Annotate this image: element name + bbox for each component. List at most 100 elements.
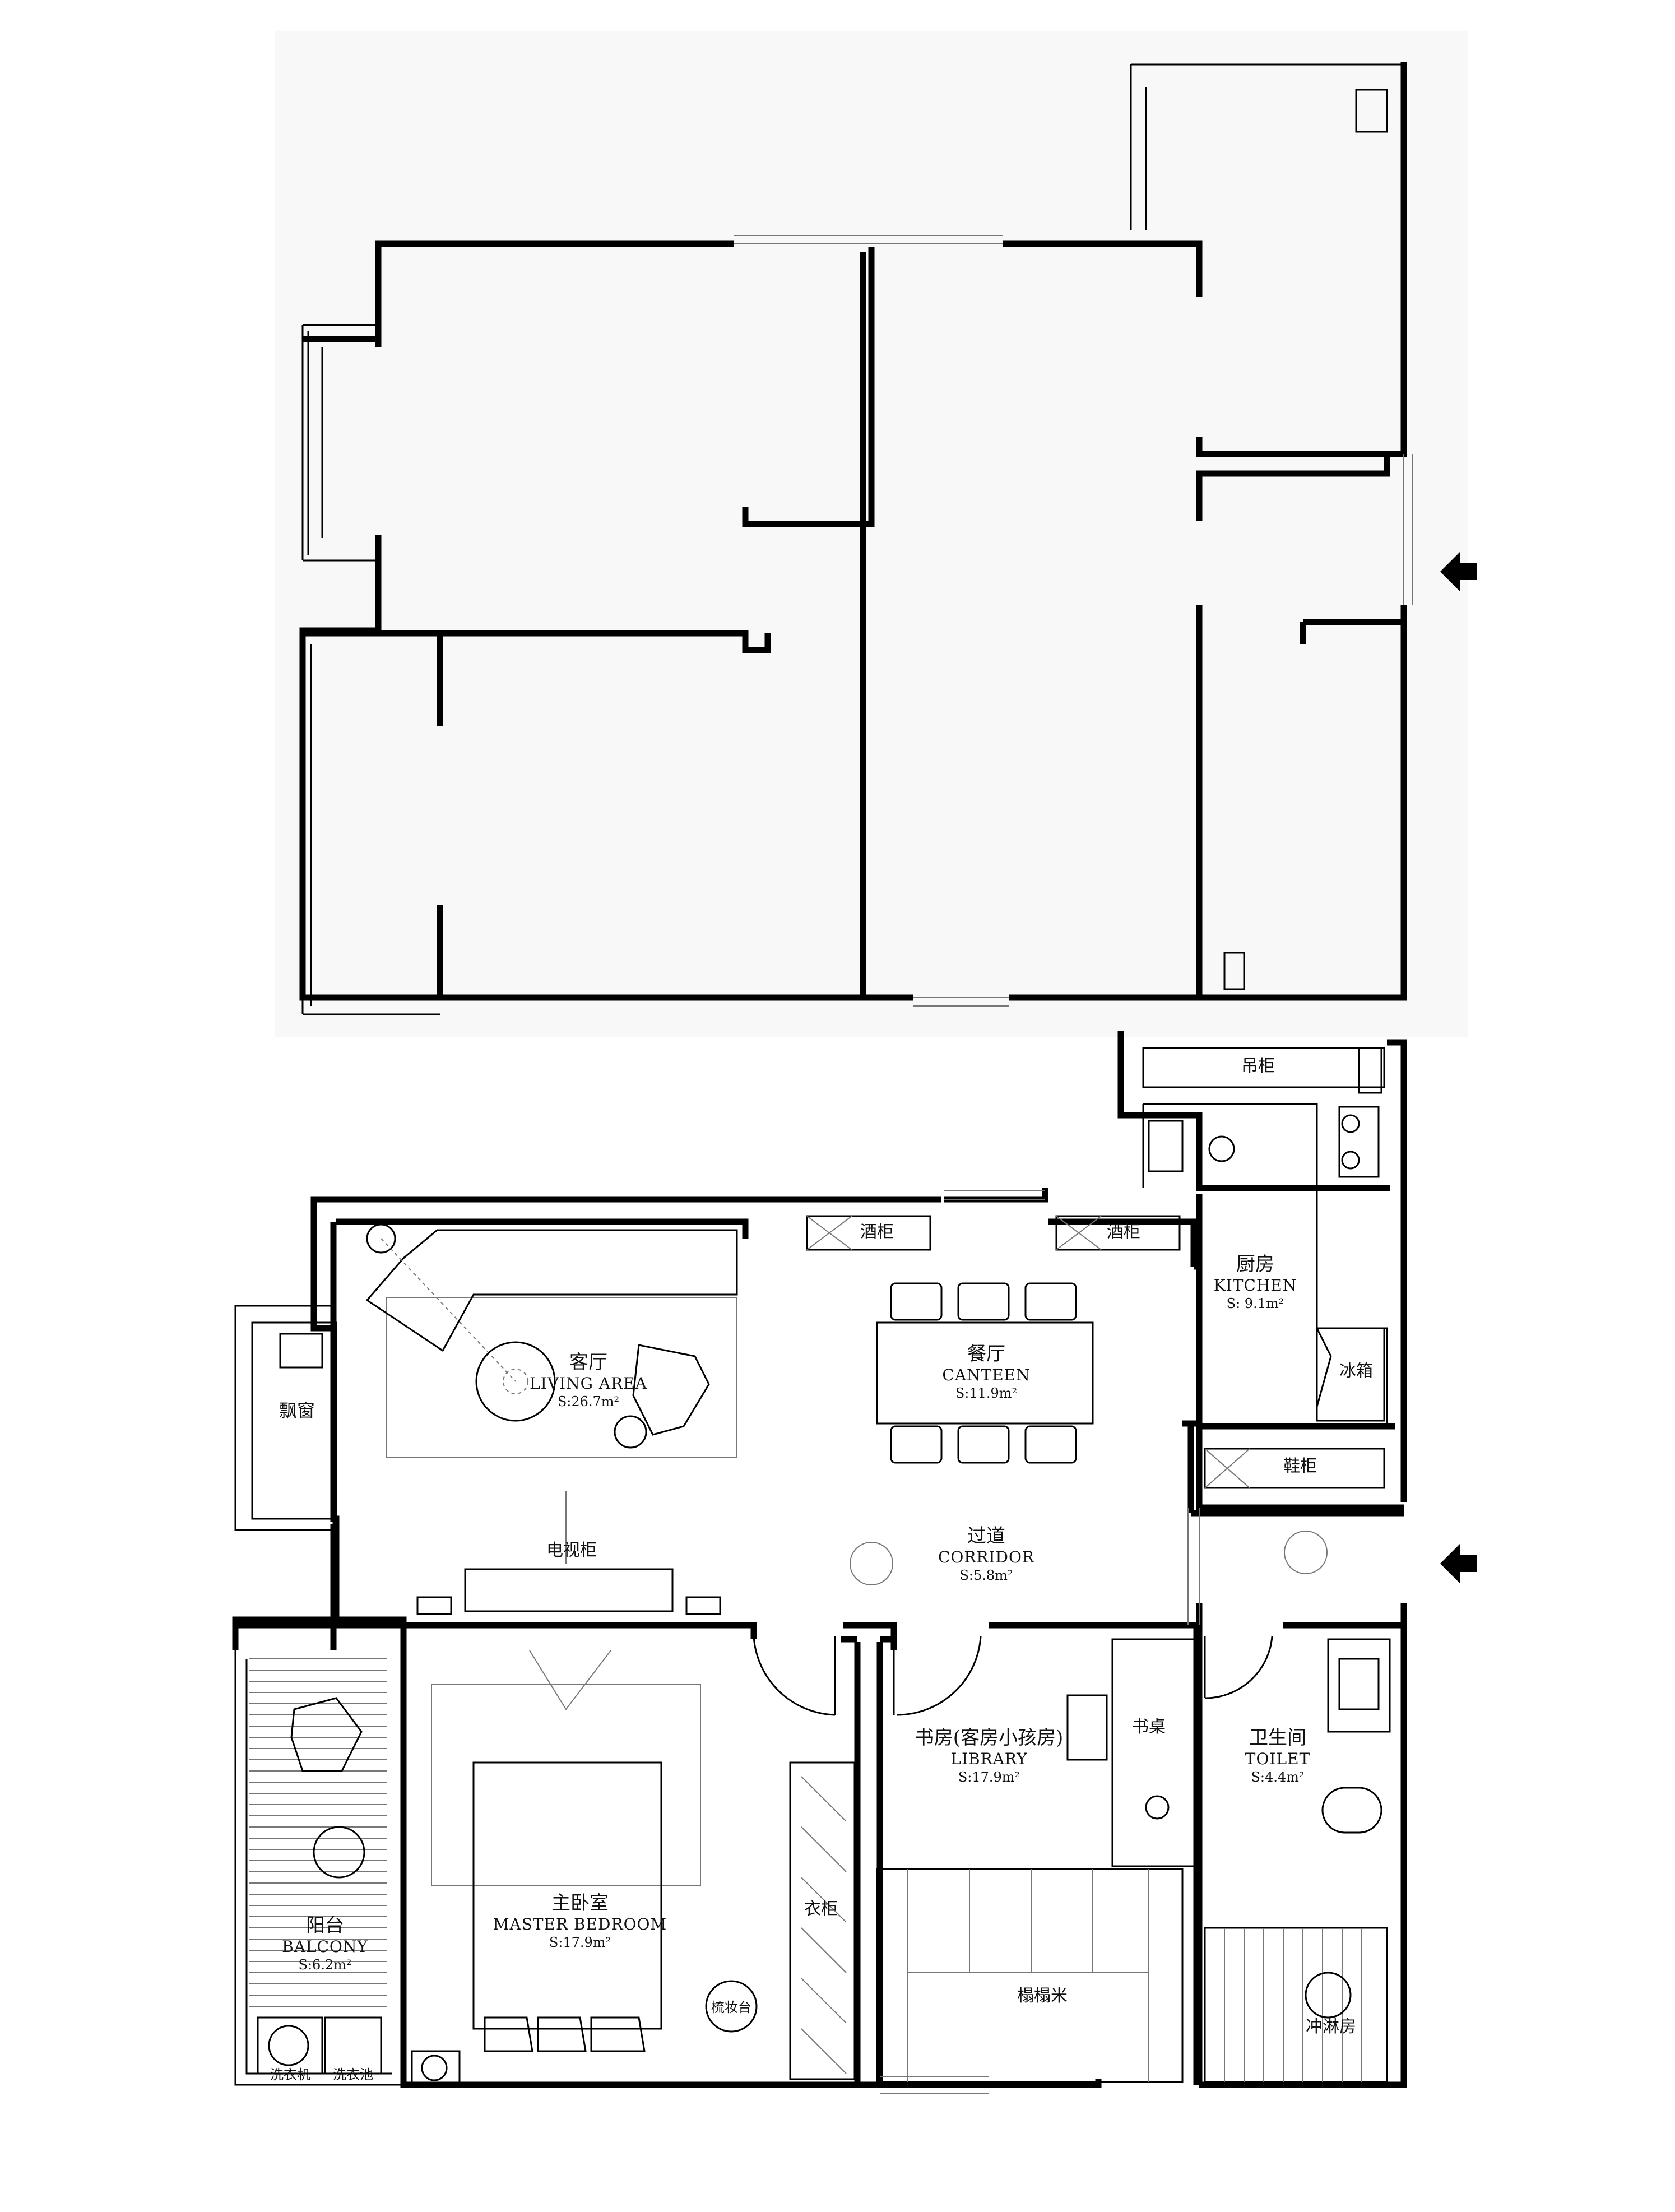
desk-chair: [1066, 1694, 1108, 1761]
wardrobe-label: 衣柜: [804, 1899, 838, 1919]
toilet-cn: 卫生间: [1249, 1727, 1306, 1749]
desk-label: 书桌: [1132, 1717, 1166, 1737]
kitchen-area: S: 9.1m²: [1226, 1296, 1284, 1311]
upper-balcony-rail: [1130, 63, 1407, 230]
balcony-table-icon: [313, 1826, 365, 1879]
bay-window-label: 飘窗: [279, 1400, 315, 1421]
canteen-cn: 餐厅: [967, 1343, 1005, 1365]
laundry-sink-label: 洗衣池: [333, 2067, 373, 2083]
entrance-arrow-icon: [1440, 1544, 1477, 1583]
corridor-person-icon: [850, 1542, 893, 1585]
sofa: [365, 1229, 738, 1352]
shoe-cabinet-outline: [1204, 1448, 1385, 1489]
tv-cabinet-label: 电视柜: [546, 1541, 597, 1560]
tatami-label: 榻榻米: [1017, 1986, 1068, 2006]
upper-window-lines: [734, 235, 1413, 1007]
corridor-cn: 过道: [967, 1525, 1005, 1547]
upper-flue: [1355, 89, 1388, 133]
balcony-cn: 阳台: [305, 1914, 344, 1937]
desk-outline: [1111, 1638, 1198, 1867]
living-en: LIVING AREA: [530, 1374, 647, 1393]
stove-icon: [1338, 1106, 1380, 1178]
wine-cabinet-2-outline: [1055, 1215, 1181, 1251]
bay-pillow: [279, 1333, 323, 1369]
upper-bay-window: [301, 324, 378, 562]
shower-outline: [1204, 1927, 1388, 2083]
corridor-en: CORRIDOR: [938, 1548, 1035, 1566]
dining-chair: [957, 1282, 1010, 1321]
kitchen-cn: 厨房: [1236, 1253, 1274, 1276]
wall-cabinet-label: 吊柜: [1241, 1056, 1275, 1076]
shower-grate: [1224, 1928, 1362, 2082]
kitchen-sink-icon: [1148, 1120, 1184, 1172]
tv-cabinet-outline: [464, 1568, 674, 1612]
laundry-sink-outline: [324, 2016, 382, 2075]
wine-cabinet-1-outline: [806, 1215, 931, 1251]
fridge-door: [1316, 1328, 1332, 1407]
burner-icon: [1341, 1114, 1360, 1133]
burner-icon: [1341, 1151, 1360, 1170]
kitchen-walls: [1187, 1194, 1404, 1517]
toilet-bowl-icon: [1321, 1787, 1382, 1834]
canteen-area: S:11.9m²: [955, 1385, 1018, 1401]
original-floor-plan: [299, 62, 1477, 1015]
room-library: 书房(客房小孩房) LIBRARY S:17.9m²: [915, 1726, 1064, 1786]
master-bed: [472, 1761, 662, 2030]
balcony-en: BALCONY: [282, 1937, 368, 1956]
library-en: LIBRARY: [950, 1750, 1028, 1768]
washer-outline: [257, 2016, 323, 2075]
kitchen-flue: [1358, 1047, 1382, 1094]
upper-shaft: [1223, 952, 1245, 990]
library-door: [893, 1636, 982, 1716]
nightstand-lamp-icon: [421, 2055, 448, 2081]
upper-outer-wall-2: [375, 62, 1407, 1001]
coffee-table-inner: [503, 1369, 528, 1394]
coffee-table-icon: [475, 1341, 556, 1422]
room-kitchen: 厨房 KITCHEN S: 9.1m²: [1214, 1253, 1297, 1312]
balcony-chair: [290, 1697, 363, 1772]
tv-speaker: [416, 1596, 452, 1615]
corridor-person-icon: [1284, 1531, 1328, 1574]
toilet-door: [1204, 1636, 1273, 1699]
design-floor-plan: [232, 1031, 1477, 2094]
balcony-area: S:6.2m²: [298, 1957, 352, 1973]
bay-window-cushion: [251, 1321, 337, 1520]
room-canteen: 餐厅 CANTEEN S:11.9m²: [942, 1342, 1030, 1402]
master-en: MASTER BEDROOM: [493, 1915, 667, 1933]
dining-chair: [1024, 1282, 1077, 1321]
master-rug: [431, 1684, 701, 1886]
shower-label: 冲淋房: [1306, 2017, 1356, 2037]
wine-cabinet-cross: [806, 1216, 852, 1250]
room-corridor: 过道 CORRIDOR S:5.8m²: [938, 1524, 1034, 1584]
washer-drum-icon: [268, 2025, 309, 2066]
toilet-area: S:4.4m²: [1251, 1769, 1305, 1785]
dining-table: [876, 1321, 1094, 1425]
wardrobe-hangers: [801, 1776, 847, 2074]
wardrobe-outline: [789, 1761, 856, 2080]
window-lines: [880, 1190, 1200, 2094]
fridge-outline: [1316, 1327, 1385, 1422]
vanity-stool: [705, 1980, 758, 2033]
nightstand: [411, 2050, 461, 2086]
lamp-dash-line: [381, 1238, 516, 1382]
vanity-label: 梳妆台: [711, 2000, 751, 2015]
kitchen-en: KITCHEN: [1213, 1276, 1297, 1295]
shoe-cabinet-label: 鞋柜: [1283, 1457, 1317, 1476]
room-master: 主卧室 MASTER BEDROOM S:17.9m²: [493, 1891, 667, 1951]
washer-label: 洗衣机: [270, 2067, 310, 2083]
bedroom-view-line: [529, 1650, 611, 1710]
library-cn: 书房(客房小孩房): [915, 1727, 1064, 1749]
living-rug: [386, 1297, 737, 1458]
wine-cabinet-cross: [1056, 1216, 1102, 1250]
desk-lamp-icon: [1145, 1795, 1170, 1820]
upper-lower-bay: [301, 639, 440, 1015]
master-cn: 主卧室: [551, 1892, 609, 1914]
lower-outer-wall-2: [330, 1031, 1407, 1650]
bay-window-frame: [234, 1305, 335, 1531]
entrance-arrow-icon: [1440, 552, 1477, 591]
canteen-en: CANTEEN: [942, 1366, 1031, 1384]
toilet-en: TOILET: [1245, 1750, 1311, 1768]
tatami-outline: [876, 1868, 1184, 2083]
bed-pillows: [484, 2016, 646, 2052]
